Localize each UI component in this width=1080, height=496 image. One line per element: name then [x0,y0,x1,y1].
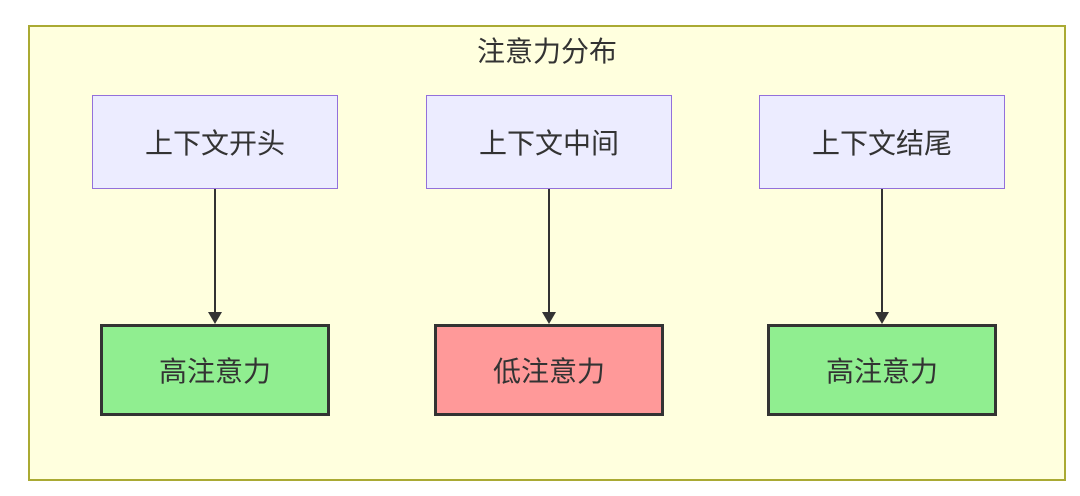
arrow-head [542,312,556,324]
node-label: 上下文开头 [144,128,285,159]
node-label: 高注意力 [825,356,938,387]
node-label: 上下文结尾 [811,128,952,159]
cluster-attention-distribution: 注意力分布 上下文开头 高注意力 上下文中间 低注意力 [28,25,1066,481]
node-context-end: 上下文结尾 [759,95,1005,189]
arrow-down-icon [542,189,556,324]
arrow-down-icon [208,189,222,324]
node-low-attention: 低注意力 [434,324,664,416]
cluster-title: 注意力分布 [476,36,617,67]
node-context-start: 上下文开头 [92,95,338,189]
arrow-line [881,189,883,313]
arrow-head [875,312,889,324]
arrow-line [548,189,550,313]
node-high-attention-2: 高注意力 [767,324,997,416]
node-label: 高注意力 [158,356,271,387]
node-context-middle: 上下文中间 [426,95,672,189]
node-label: 上下文中间 [478,128,619,159]
node-label: 低注意力 [492,356,605,387]
arrow-line [214,189,216,313]
node-high-attention-1: 高注意力 [100,324,330,416]
arrow-head [208,312,222,324]
arrow-down-icon [875,189,889,324]
